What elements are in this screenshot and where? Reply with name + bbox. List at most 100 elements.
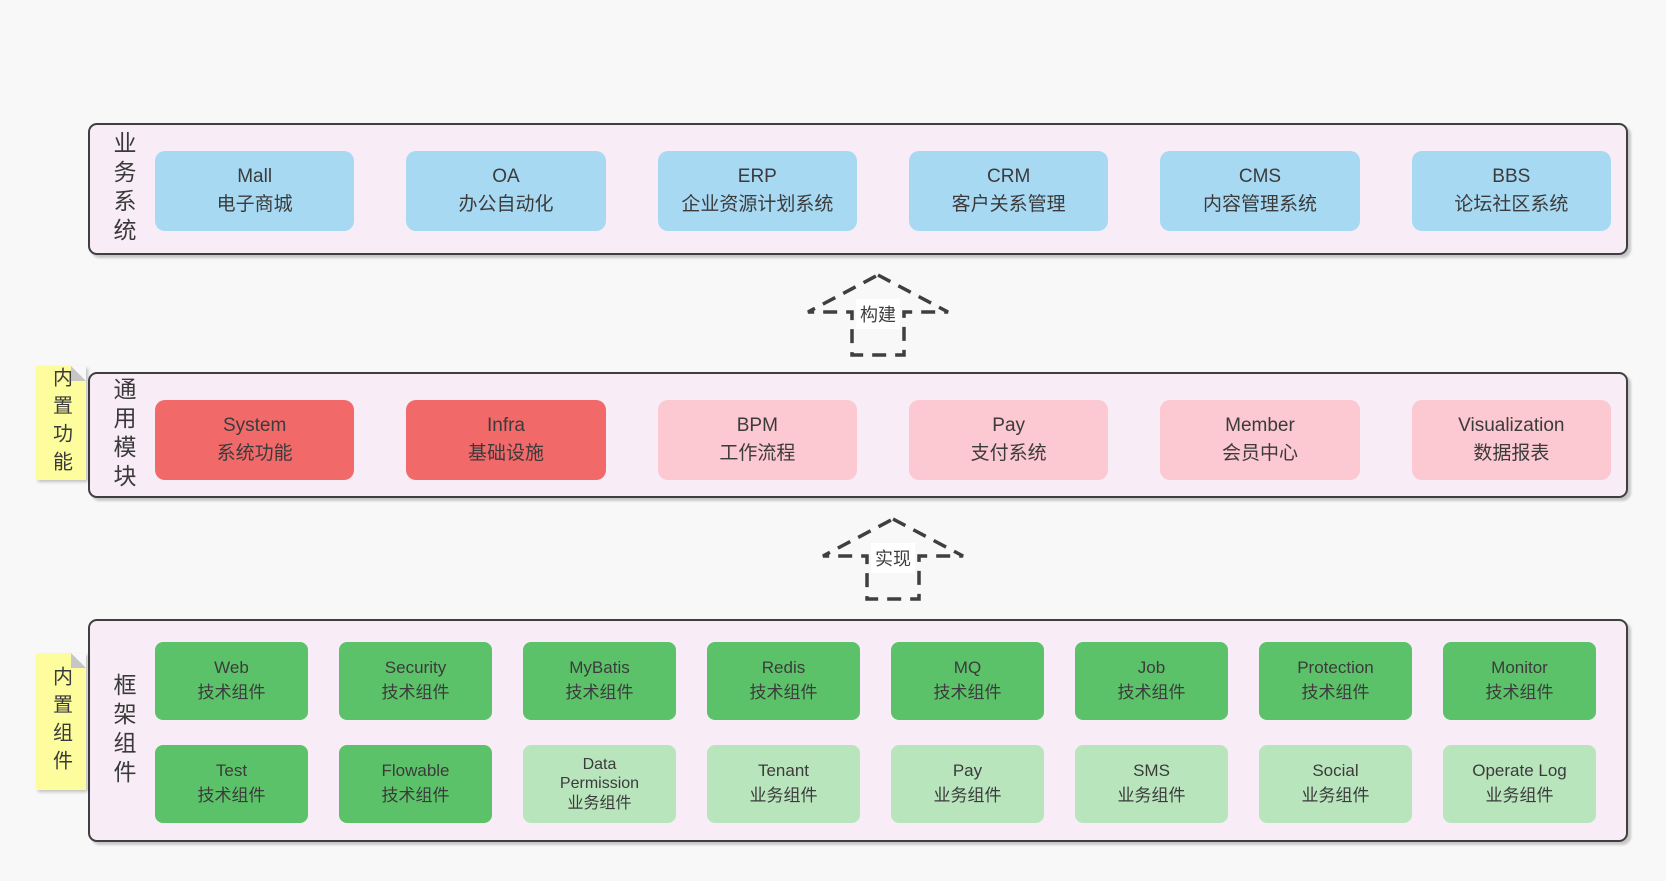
business-box-bbs: BBS 论坛社区系统 <box>1411 151 1611 231</box>
box-title: Infra <box>486 415 525 437</box>
module-box-visualization: Visualization 数据报表 <box>1411 400 1611 480</box>
common-modules-band: 通用模块 System 系统功能 Infra 基础设施 BPM 工作流程 Pay… <box>88 372 1628 498</box>
box-subtitle: 技术组件 <box>197 786 266 805</box>
box-title: Mall <box>237 166 273 188</box>
box-title: Test <box>215 761 248 781</box>
component-box-pay: Pay 业务组件 <box>891 745 1044 823</box>
box-title: Web <box>214 658 249 678</box>
components-box-grid: Web 技术组件 Security 技术组件 MyBatis 技术组件 Redi… <box>155 642 1596 823</box>
component-box-data-permission: Data Permission 业务组件 <box>523 745 676 823</box>
box-subtitle: 客户关系管理 <box>951 194 1066 215</box>
modules-band-label: 通用模块 <box>110 377 136 493</box>
box-title: OA <box>492 166 520 188</box>
box-title: Operate Log <box>1472 761 1567 781</box>
box-title: Social <box>1312 761 1359 781</box>
box-title: Data Permission <box>559 755 640 793</box>
box-title: SMS <box>1133 761 1170 781</box>
box-title: Pay <box>952 761 983 781</box>
box-title: Flowable <box>381 761 450 781</box>
box-title: Tenant <box>757 761 810 781</box>
box-subtitle: 技术组件 <box>197 683 266 702</box>
box-title: CRM <box>987 166 1031 188</box>
implement-arrow-label: 实现 <box>871 543 915 573</box>
box-subtitle: 办公自动化 <box>458 194 554 215</box>
box-subtitle: 工作流程 <box>719 443 796 464</box>
business-box-erp: ERP 企业资源计划系统 <box>657 151 857 231</box>
note-text: 内置功能 <box>49 367 72 479</box>
component-box-mq: MQ 技术组件 <box>891 642 1044 720</box>
component-box-flowable: Flowable 技术组件 <box>339 745 492 823</box>
box-subtitle: 支付系统 <box>970 443 1047 464</box>
component-box-security: Security 技术组件 <box>339 642 492 720</box>
box-title: Monitor <box>1491 658 1548 678</box>
box-subtitle: 论坛社区系统 <box>1454 194 1569 215</box>
build-arrow-label: 构建 <box>856 299 900 329</box>
module-box-system: System 系统功能 <box>155 400 355 480</box>
box-title: Visualization <box>1458 415 1565 437</box>
modules-box-row: System 系统功能 Infra 基础设施 BPM 工作流程 Pay 支付系统… <box>155 400 1611 480</box>
box-title: Redis <box>761 658 806 678</box>
box-subtitle: 技术组件 <box>381 683 450 702</box>
component-box-sms: SMS 业务组件 <box>1075 745 1228 823</box>
builtin-components-note: 内置组件 <box>36 653 86 790</box>
box-title: MyBatis <box>569 658 630 678</box>
module-box-member: Member 会员中心 <box>1160 400 1360 480</box>
box-title: BBS <box>1492 166 1531 188</box>
framework-components-band: 框架组件 Web 技术组件 Security 技术组件 MyBatis 技术组件… <box>88 619 1628 842</box>
box-subtitle: 技术组件 <box>1485 683 1554 702</box>
box-subtitle: 技术组件 <box>1117 683 1186 702</box>
module-box-pay: Pay 支付系统 <box>908 400 1109 480</box>
box-subtitle: 技术组件 <box>933 683 1002 702</box>
module-box-infra: Infra 基础设施 <box>406 400 606 480</box>
box-subtitle: 内容管理系统 <box>1202 194 1317 215</box>
component-box-operate-log: Operate Log 业务组件 <box>1443 745 1596 823</box>
box-title: Member <box>1225 415 1295 437</box>
box-subtitle: 业务组件 <box>567 794 632 812</box>
box-title: MQ <box>953 658 982 678</box>
box-subtitle: 技术组件 <box>381 786 450 805</box>
build-arrow: 构建 <box>805 272 951 358</box>
box-title: Protection <box>1297 658 1374 678</box>
component-box-job: Job 技术组件 <box>1075 642 1228 720</box>
box-subtitle: 技术组件 <box>749 683 818 702</box>
business-box-mall: Mall 电子商城 <box>155 151 355 231</box>
box-subtitle: 业务组件 <box>1117 786 1186 805</box>
component-box-protection: Protection 技术组件 <box>1259 642 1412 720</box>
business-box-row: Mall 电子商城 OA 办公自动化 ERP 企业资源计划系统 CRM 客户关系… <box>155 151 1611 231</box>
component-box-test: Test 技术组件 <box>155 745 308 823</box>
box-subtitle: 系统功能 <box>216 443 293 464</box>
box-subtitle: 基础设施 <box>467 443 544 464</box>
component-box-web: Web 技术组件 <box>155 642 308 720</box>
box-subtitle: 数据报表 <box>1473 443 1550 464</box>
box-title: Security <box>384 658 447 678</box>
component-box-monitor: Monitor 技术组件 <box>1443 642 1596 720</box>
box-title: BPM <box>736 415 778 437</box>
component-box-social: Social 业务组件 <box>1259 745 1412 823</box>
business-box-cms: CMS 内容管理系统 <box>1160 151 1360 231</box>
business-box-oa: OA 办公自动化 <box>406 151 606 231</box>
business-systems-band: 业务系统 Mall 电子商城 OA 办公自动化 ERP 企业资源计划系统 CRM… <box>88 123 1628 255</box>
implement-arrow: 实现 <box>820 516 966 602</box>
component-box-redis: Redis 技术组件 <box>707 642 860 720</box>
box-title: CMS <box>1238 166 1282 188</box>
box-title: ERP <box>737 166 777 188</box>
business-box-crm: CRM 客户关系管理 <box>908 151 1109 231</box>
components-band-label: 框架组件 <box>110 672 136 789</box>
box-subtitle: 技术组件 <box>1301 683 1370 702</box>
box-title: Job <box>1137 658 1166 678</box>
box-subtitle: 业务组件 <box>933 786 1002 805</box>
box-subtitle: 电子商城 <box>216 194 293 215</box>
business-band-label: 业务系统 <box>110 131 136 247</box>
box-subtitle: 企业资源计划系统 <box>681 194 834 215</box>
component-box-tenant: Tenant 业务组件 <box>707 745 860 823</box>
component-box-mybatis: MyBatis 技术组件 <box>523 642 676 720</box>
box-title: System <box>222 415 287 437</box>
box-subtitle: 业务组件 <box>1301 786 1370 805</box>
box-subtitle: 技术组件 <box>565 683 634 702</box>
builtin-features-note: 内置功能 <box>36 366 86 480</box>
box-subtitle: 业务组件 <box>1485 786 1554 805</box>
note-text: 内置组件 <box>49 665 72 778</box>
box-subtitle: 业务组件 <box>749 786 818 805</box>
module-box-bpm: BPM 工作流程 <box>657 400 857 480</box>
